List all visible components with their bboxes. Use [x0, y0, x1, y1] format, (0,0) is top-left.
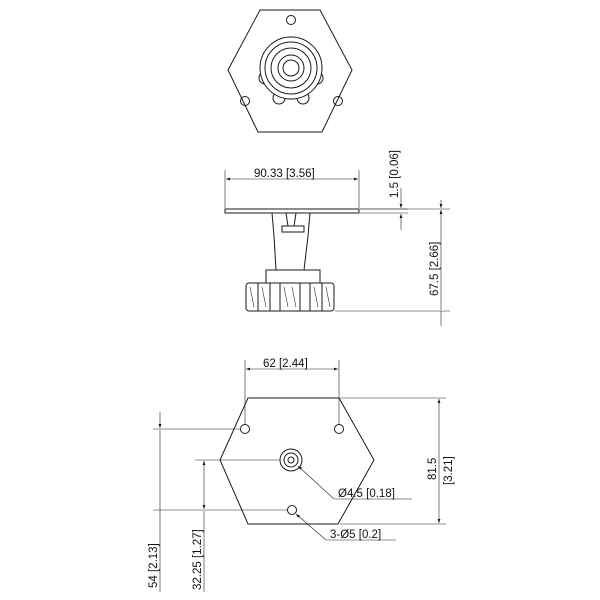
dim-label-hole-spacing: 62 [2.44]: [263, 358, 308, 370]
dim-total-height: 67.5 [2.66]: [335, 200, 450, 326]
dim-label-bottom-height: 81.5: [427, 458, 439, 480]
top-view: [227, 9, 353, 133]
top-view-mount-hole-left: [240, 96, 250, 106]
bottom-view: 62 [2.44] 81.5 [3.21] Ø4.5 [0.18] 3-Ø5 […: [148, 358, 455, 592]
side-view-collar: [265, 269, 321, 284]
dim-top-width: 90.33 [3.56]: [224, 168, 360, 208]
dim-plate-thickness: 1.5 [0.06]: [360, 150, 408, 230]
dim-bottom-height: 81.5 [3.21]: [340, 397, 455, 525]
dim-label-top-width: 90.33 [3.56]: [254, 168, 315, 180]
dim-hole-offset-3225: 32.25 [1.27]: [192, 459, 280, 592]
dim-hole-spacing: 62 [2.44]: [244, 358, 340, 424]
dim-label-mount-holes: 3-Ø5 [0.2]: [330, 529, 381, 541]
dim-label-total-height: 67.5 [2.66]: [429, 242, 441, 296]
dim-center-hole: Ø4.5 [0.18]: [297, 465, 412, 500]
side-view-knob: [245, 282, 335, 312]
side-view-stem-slot: [281, 225, 305, 233]
top-view-hex-plate: [227, 9, 353, 133]
top-view-mount-hole-top: [286, 15, 296, 25]
dim-label-center-hole: Ø4.5 [0.18]: [338, 488, 395, 500]
dim-mount-holes: 3-Ø5 [0.2]: [295, 513, 396, 541]
dim-label-hole-offset-3225: 32.25 [1.27]: [192, 529, 204, 590]
bottom-view-mount-hole-right: [334, 424, 344, 434]
side-view: 90.33 [3.56] 1.5 [0.06] 67.5 [2.66]: [224, 150, 450, 326]
dim-label-bottom-height-in: [3.21]: [443, 456, 455, 485]
bottom-view-hex-plate: [219, 397, 375, 525]
side-view-stem: [271, 212, 311, 271]
side-view-plate: [224, 208, 360, 214]
bottom-view-center-hole: [279, 448, 303, 472]
top-view-mount-hole-right: [333, 96, 343, 106]
dim-hole-offset-54: 54 [2.13]: [148, 412, 288, 592]
bottom-view-mount-hole-left: [240, 424, 250, 434]
top-view-knob: [258, 36, 324, 105]
dim-label-hole-offset-54: 54 [2.13]: [148, 543, 160, 588]
dim-label-plate-thickness: 1.5 [0.06]: [389, 150, 401, 198]
bottom-view-mount-hole-bottom: [287, 505, 297, 515]
